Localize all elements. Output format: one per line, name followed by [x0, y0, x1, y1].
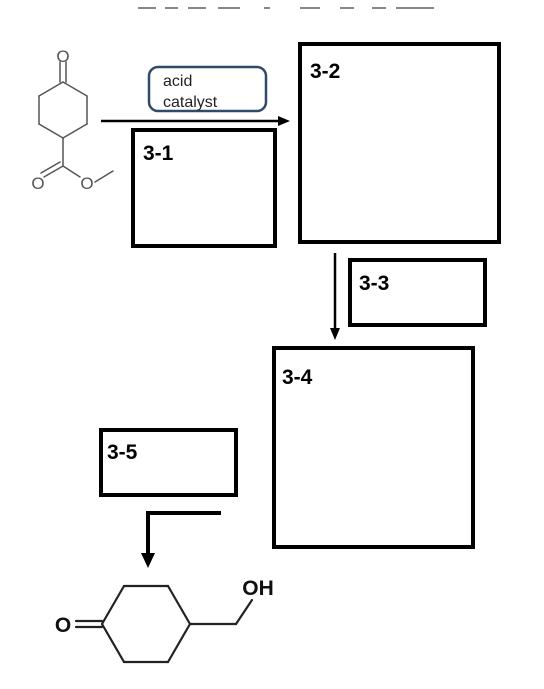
box-3-5-label: 3-5	[107, 441, 138, 464]
product-structure: O OH	[55, 577, 274, 664]
reaction-arrow-3	[141, 511, 221, 568]
reagent-line-2: catalyst	[163, 94, 218, 111]
box-3-2: 3-2	[298, 42, 501, 244]
reagent-label-box: acid catalyst	[147, 65, 268, 113]
box-3-3-label: 3-3	[359, 272, 389, 295]
reaction-arrow-1	[101, 116, 290, 126]
reagent-line-1: acid	[163, 73, 192, 90]
cropped-header-fragment	[136, 0, 436, 9]
product-ketone-oxygen: O	[55, 614, 71, 637]
box-3-1: 3-1	[131, 128, 277, 248]
box-3-5: 3-5	[99, 428, 238, 497]
box-3-4: 3-4	[272, 346, 475, 549]
start-carbonyl-oxygen: O	[31, 174, 44, 193]
start-ketone-oxygen: O	[56, 47, 69, 66]
product-hydroxyl: OH	[242, 577, 274, 600]
reaction-arrow-2	[330, 253, 340, 340]
box-3-3: 3-3	[348, 258, 487, 327]
start-ester-oxygen: O	[80, 174, 93, 193]
box-3-4-label: 3-4	[282, 366, 313, 389]
box-3-2-label: 3-2	[310, 60, 340, 83]
starting-material-structure: O O O	[31, 47, 114, 193]
box-3-1-label: 3-1	[143, 142, 174, 165]
